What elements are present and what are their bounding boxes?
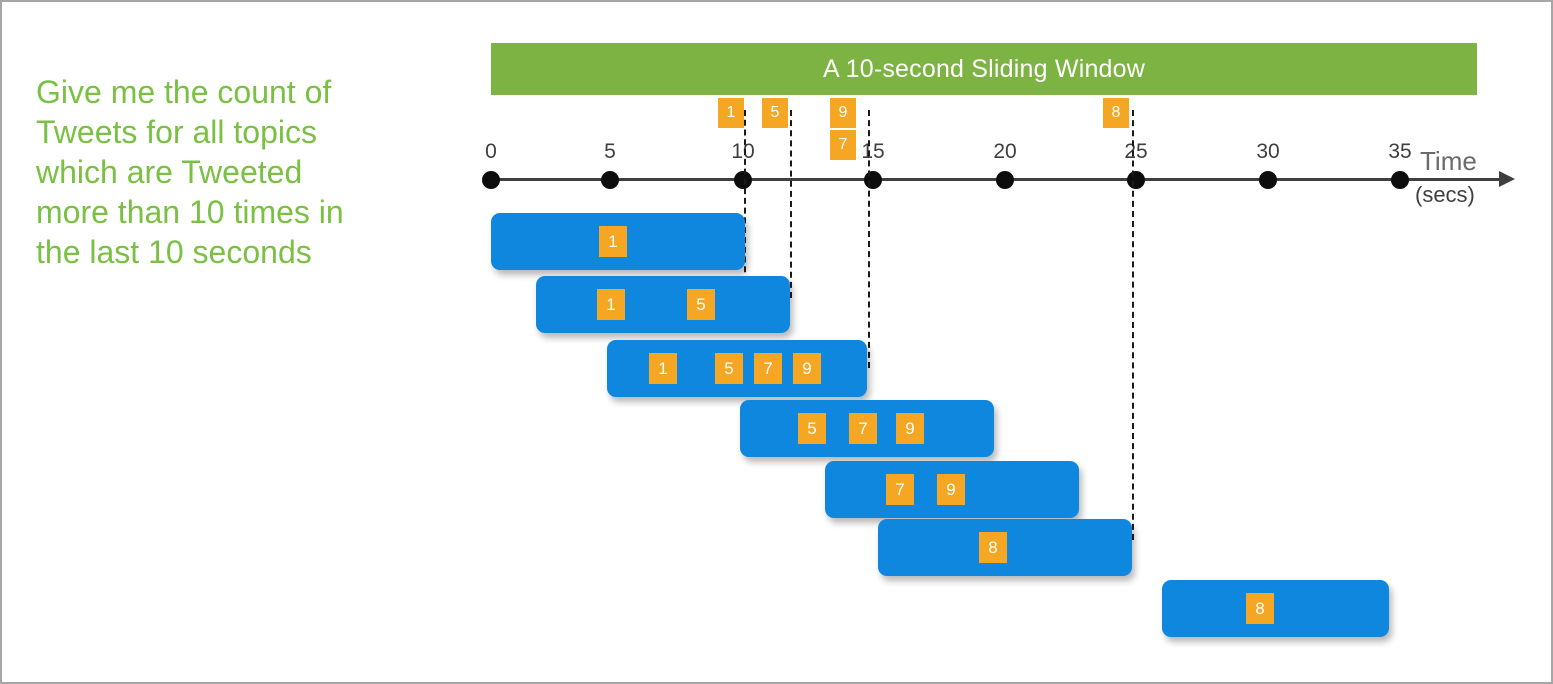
tweet-topic-badge: 5 (715, 353, 743, 384)
tweet-topic-badge: 9 (937, 474, 965, 505)
event-guide-line (1132, 110, 1134, 540)
tweet-topic-badge: 5 (687, 289, 715, 320)
time-axis-tick-label: 5 (604, 140, 616, 163)
axis-event-badge: 9 (830, 98, 856, 128)
tweet-topic-badge: 8 (1246, 593, 1274, 624)
tweet-topic-badge: 8 (979, 532, 1007, 563)
time-axis-dot (734, 171, 752, 189)
axis-event-badge: 8 (1103, 98, 1129, 128)
time-axis-dot (996, 171, 1014, 189)
time-axis-tick-label: 25 (1124, 140, 1148, 163)
axis-event-badge: 1 (718, 98, 744, 128)
axis-event-badge: 5 (762, 98, 788, 128)
tweet-topic-badge: 1 (599, 226, 627, 257)
tweet-topic-badge: 1 (597, 289, 625, 320)
event-guide-line (790, 110, 792, 298)
time-axis-tick-label: 20 (993, 140, 1017, 163)
tweet-topic-badge: 7 (849, 413, 877, 444)
event-guide-line (868, 110, 870, 368)
time-axis-dot (1127, 171, 1145, 189)
sliding-window-banner: A 10-second Sliding Window (491, 43, 1477, 95)
time-axis-dot (601, 171, 619, 189)
sliding-window-bar (536, 276, 790, 333)
time-axis-title: Time (1420, 146, 1477, 176)
axis-event-badge: 7 (830, 130, 856, 160)
sliding-window-bar (1162, 580, 1389, 637)
tweet-topic-badge: 9 (793, 353, 821, 384)
tweet-topic-badge: 7 (886, 474, 914, 505)
time-axis-tick-label: 35 (1388, 140, 1412, 163)
time-axis-tick-label: 10 (731, 140, 755, 163)
tweet-topic-badge: 1 (649, 353, 677, 384)
time-axis-dot (482, 171, 500, 189)
time-axis-dot (1259, 171, 1277, 189)
event-guide-line (744, 110, 746, 282)
time-axis-dot (864, 171, 882, 189)
sliding-window-banner-label: A 10-second Sliding Window (822, 54, 1146, 83)
time-axis-unit: (secs) (1415, 182, 1475, 207)
tweet-topic-badge: 9 (896, 413, 924, 444)
time-axis-tick-label: 15 (861, 140, 885, 163)
tweet-topic-badge: 5 (798, 413, 826, 444)
query-prompt-text: Give me the count of Tweets for all topi… (36, 74, 344, 270)
time-axis-tick-label: 30 (1256, 140, 1280, 163)
time-axis-dot (1391, 171, 1409, 189)
tweet-topic-badge: 7 (754, 353, 782, 384)
time-axis-tick-label: 0 (485, 140, 497, 163)
time-axis-arrow-icon (1499, 171, 1515, 187)
